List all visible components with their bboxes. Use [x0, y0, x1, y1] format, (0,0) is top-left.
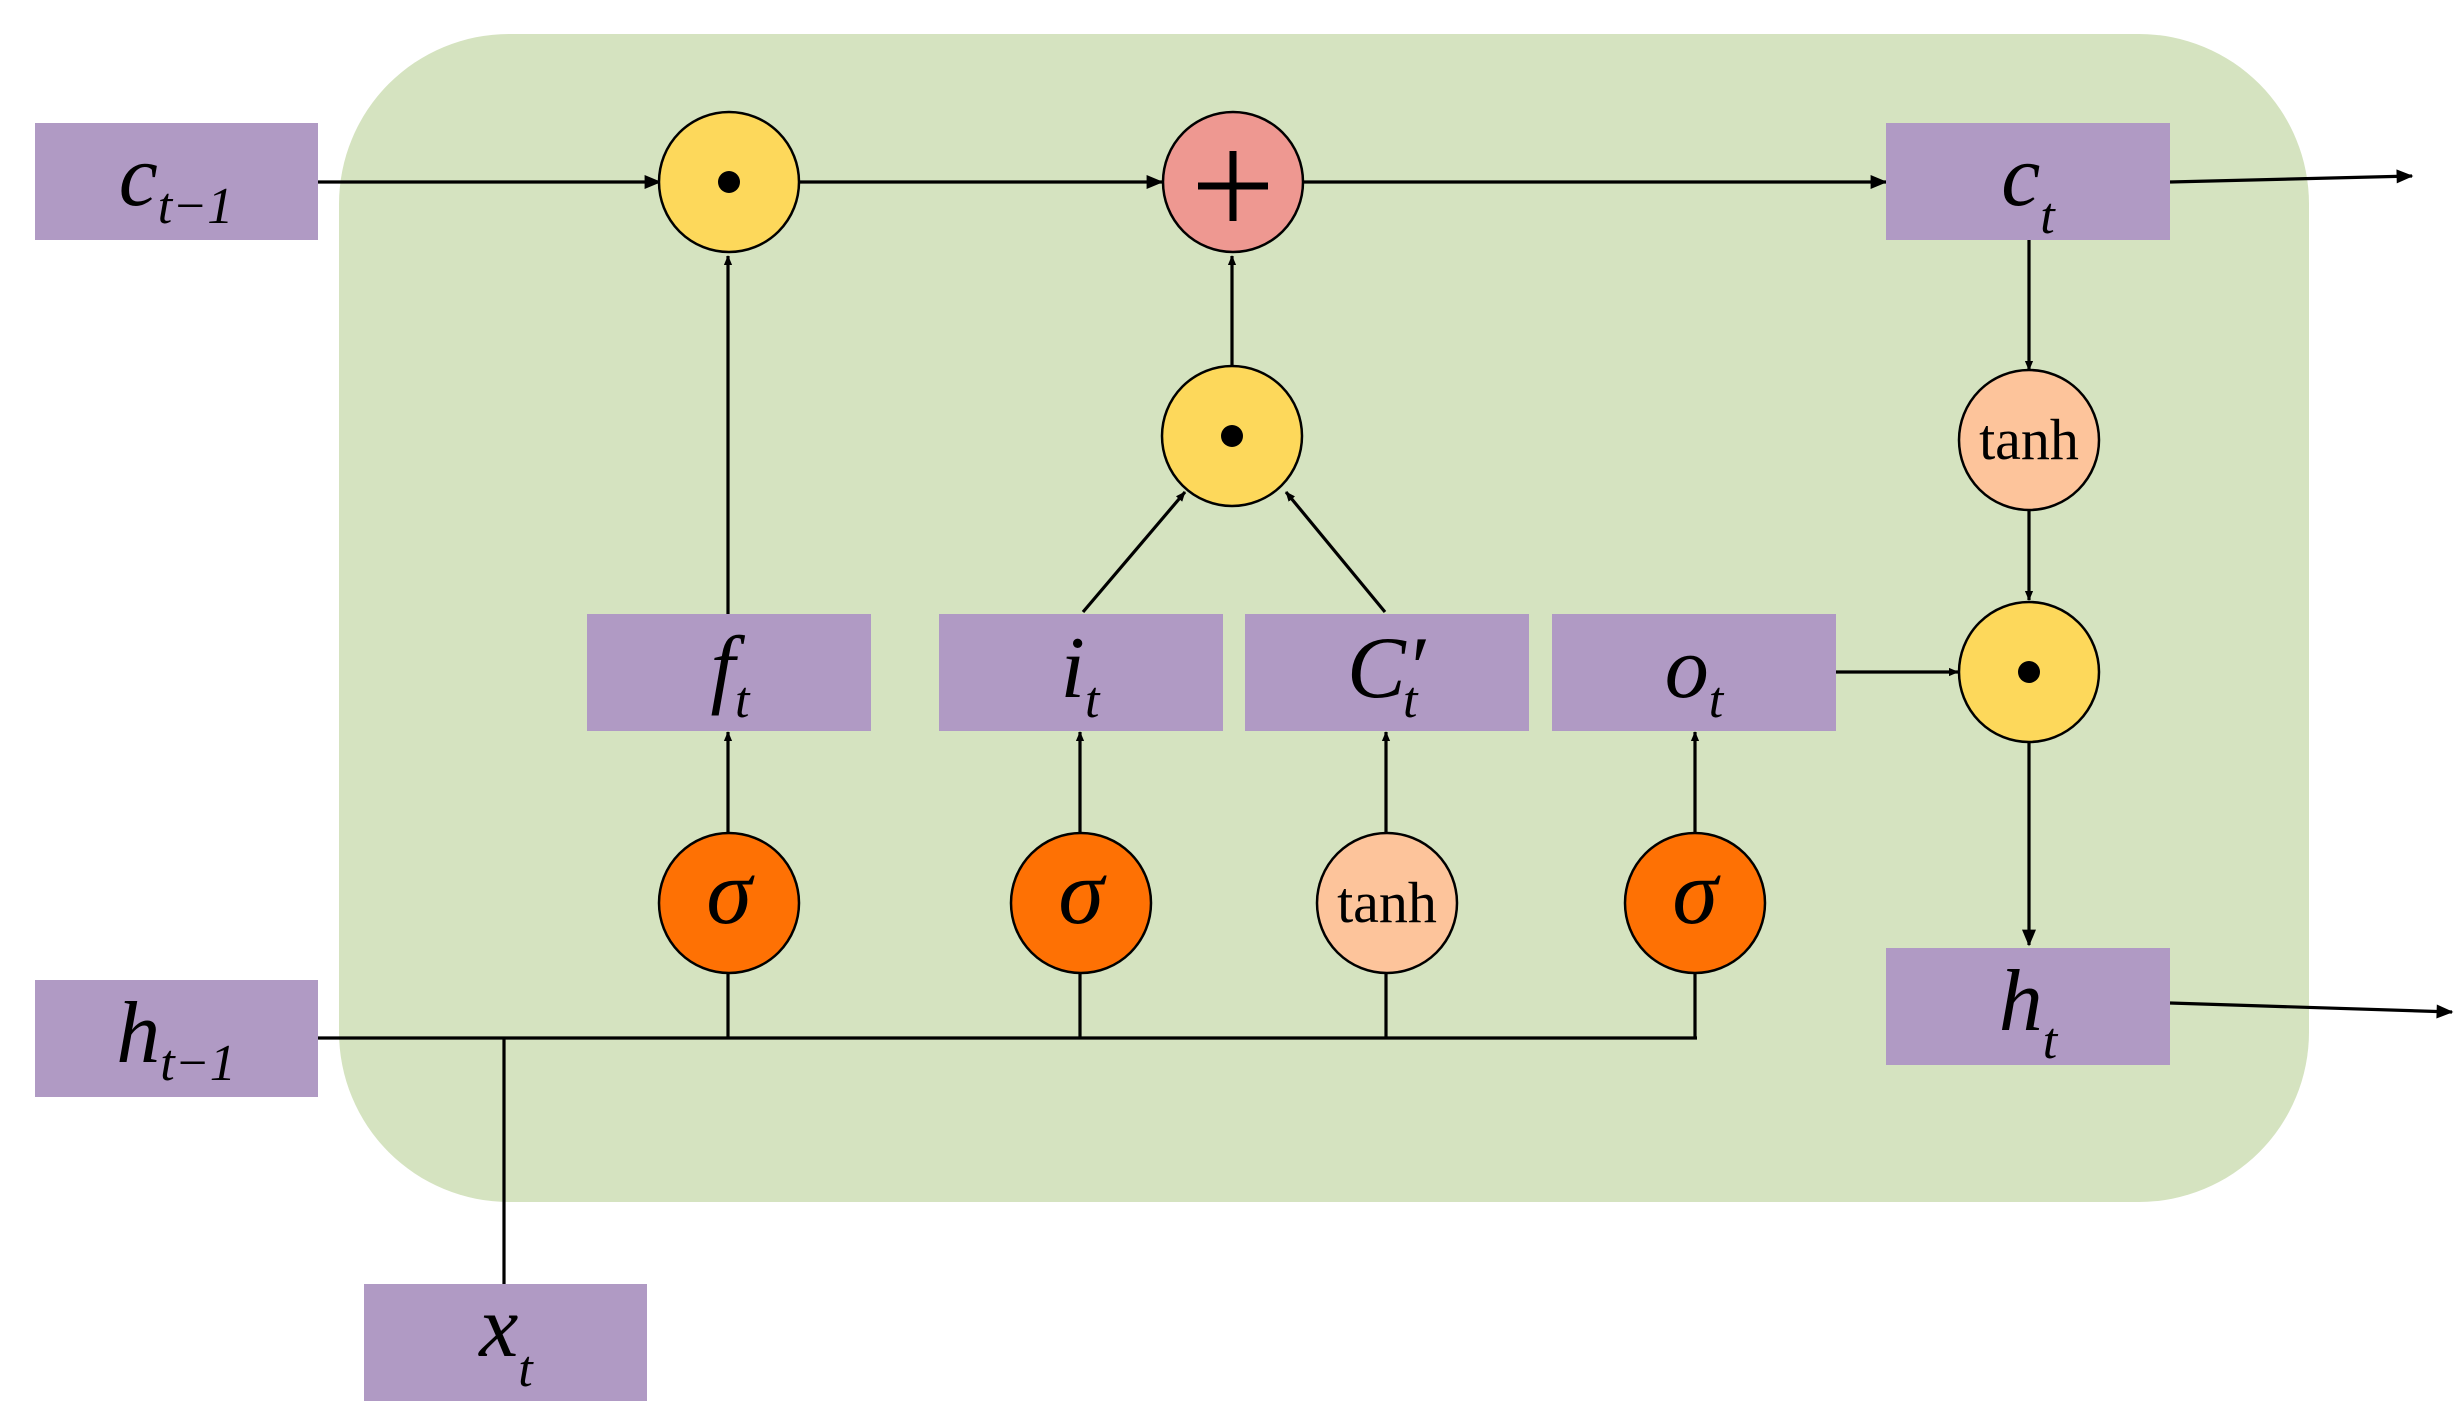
input-box-cprev: ct−1: [35, 123, 318, 240]
svg-text:xt: xt: [477, 1279, 534, 1398]
gate-box-it: it: [939, 614, 1223, 731]
pointwise-multiply-icon: [1221, 425, 1243, 447]
arrow-ct-out: [2169, 169, 2414, 184]
connections: [318, 169, 2454, 1284]
input-box-hprev: ht−1: [35, 980, 318, 1097]
input-sigma-label: σ: [1058, 841, 1107, 943]
svg-text:ct: ct: [2001, 128, 2056, 245]
input-gate-sigma: σ: [1009, 831, 1153, 975]
output-box-ct: ct: [1886, 123, 2170, 245]
pointwise-multiply-icon: [718, 171, 740, 193]
ct-sub: t: [2040, 188, 2056, 245]
x-sub: t: [518, 1341, 534, 1398]
it-sub: t: [1085, 672, 1101, 729]
candidate-tanh-node: tanh: [1315, 831, 1459, 975]
gate-box-ot: ot: [1552, 614, 1836, 731]
ft-sub: t: [735, 672, 751, 729]
forget-sigma-label: σ: [706, 841, 755, 943]
arrow-ht-out: [2169, 1001, 2454, 1019]
svg-text:C′t: C′t: [1347, 620, 1427, 729]
ct-main: c: [2001, 128, 2040, 225]
output-gate-sigma: σ: [1623, 831, 1767, 975]
svg-text:ht−1: ht−1: [116, 985, 236, 1092]
pointwise-multiply-icon: [2018, 661, 2040, 683]
svg-text:ot: ot: [1665, 620, 1725, 729]
gate-box-ft: ft: [587, 614, 871, 731]
ht-sub: t: [2043, 1013, 2059, 1070]
input-box-x: xt: [364, 1279, 647, 1401]
ctilde-main: C′: [1347, 620, 1427, 717]
cprev-main: c: [119, 128, 158, 225]
forget-gate-sigma: σ: [657, 831, 801, 975]
forget-multiply-node: [657, 110, 801, 254]
hprev-sub: t−1: [160, 1035, 236, 1092]
cell-tanh-label: tanh: [1979, 407, 2079, 472]
svg-text:ct−1: ct−1: [119, 128, 234, 235]
output-box-ht: ht: [1886, 948, 2170, 1070]
svg-text:it: it: [1061, 620, 1101, 729]
output-multiply-node: [1957, 600, 2101, 744]
svg-text:ht: ht: [1999, 953, 2059, 1070]
cprev-sub: t−1: [158, 178, 234, 235]
ht-main: h: [1999, 953, 2043, 1050]
cell-add-node: [1161, 110, 1305, 254]
gate-box-ctilde: C′t: [1245, 614, 1529, 731]
it-main: i: [1061, 620, 1085, 717]
ot-main: o: [1665, 620, 1709, 717]
hprev-main: h: [116, 985, 160, 1082]
cell-tanh-node: tanh: [1957, 368, 2101, 512]
arrow-it-to-input-mult: [1081, 490, 1187, 614]
x-main: x: [477, 1279, 518, 1376]
arrow-ctilde-to-input-mult: [1284, 490, 1387, 614]
output-sigma-label: σ: [1672, 841, 1721, 943]
ctilde-sub: t: [1403, 672, 1419, 729]
ot-sub: t: [1709, 672, 1725, 729]
candidate-tanh-label: tanh: [1337, 870, 1437, 935]
input-multiply-node: [1160, 364, 1304, 508]
